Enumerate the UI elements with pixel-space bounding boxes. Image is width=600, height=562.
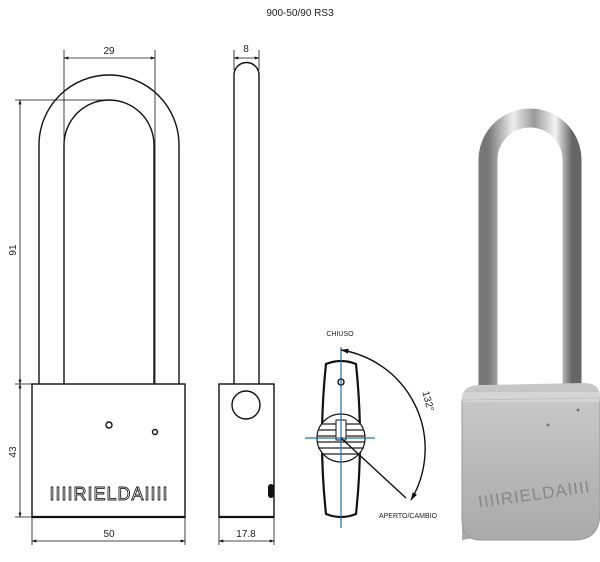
shackle-outer xyxy=(38,74,180,384)
dim-17-8: 17.8 xyxy=(236,529,256,540)
dim-29: 29 xyxy=(103,46,115,57)
screw-dot xyxy=(151,428,159,436)
brand-logo: IIIIRIELDAIIII xyxy=(49,484,168,504)
open-label: APERTO/CAMBIO xyxy=(379,513,438,520)
keyhole-dot xyxy=(105,421,113,429)
shackle-side xyxy=(233,61,260,384)
side-view: 8 17.8 xyxy=(218,44,275,545)
side-notch xyxy=(268,484,274,498)
padlock-render: IIIIRIELDAIIII xyxy=(461,108,600,541)
shackle-hole xyxy=(231,390,261,420)
front-view: IIIIRIELDAIIII 29 91 43 50 xyxy=(8,46,186,545)
dim-43: 43 xyxy=(8,446,19,458)
angle-label: 132° xyxy=(419,390,435,413)
drawing-title: 900-50/90 RS3 xyxy=(266,8,334,19)
shackle-inner xyxy=(63,99,155,384)
dim-91: 91 xyxy=(8,244,19,256)
dim-8: 8 xyxy=(243,44,249,55)
closed-label: CHIUSO xyxy=(326,331,354,338)
key-rotation-diagram: CHIUSO 132° APERTO/CAMBIO xyxy=(305,331,438,528)
lock-body-side xyxy=(218,383,275,518)
dim-50: 50 xyxy=(103,529,115,540)
